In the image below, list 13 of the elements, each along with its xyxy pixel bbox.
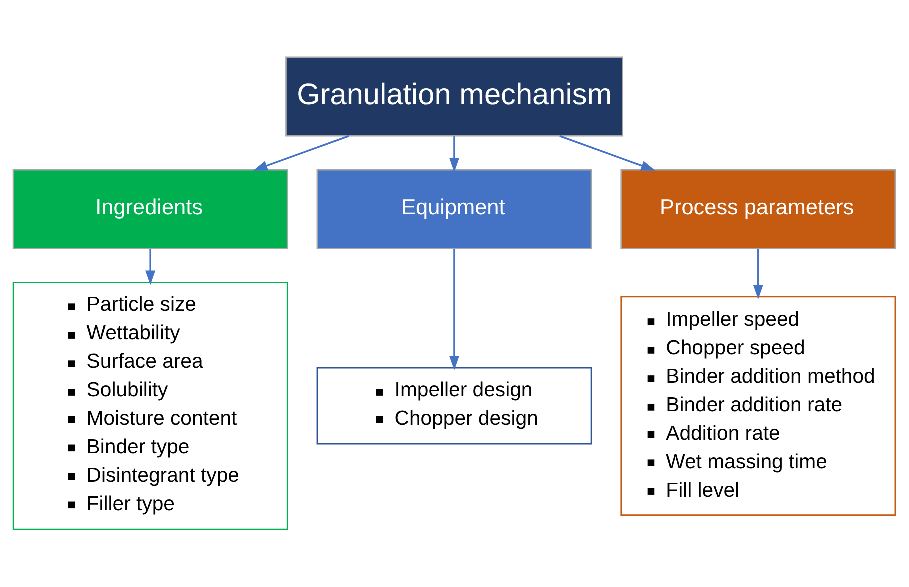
arrow bbox=[146, 249, 156, 286]
node-box: Impeller speed Chopper speed Binder addition method Binder addition rate Addition rate Wet massing time Fill level bbox=[620, 296, 896, 516]
node-box: Particle size Wettability Surface area Solubility Moisture content Binder type Disintegrant type Filler type bbox=[12, 282, 288, 530]
arrow bbox=[560, 135, 656, 171]
arrow bbox=[753, 249, 764, 300]
arrow bbox=[253, 135, 350, 171]
arrow bbox=[449, 249, 460, 370]
node-box: Ingredients bbox=[12, 169, 288, 250]
node-box: Impeller design Chopper design bbox=[316, 367, 592, 445]
node-box: Granulation mechanism bbox=[286, 56, 624, 137]
node-box: Equipment bbox=[316, 169, 592, 250]
arrow bbox=[449, 136, 460, 172]
node-box: Process parameters bbox=[620, 169, 896, 250]
